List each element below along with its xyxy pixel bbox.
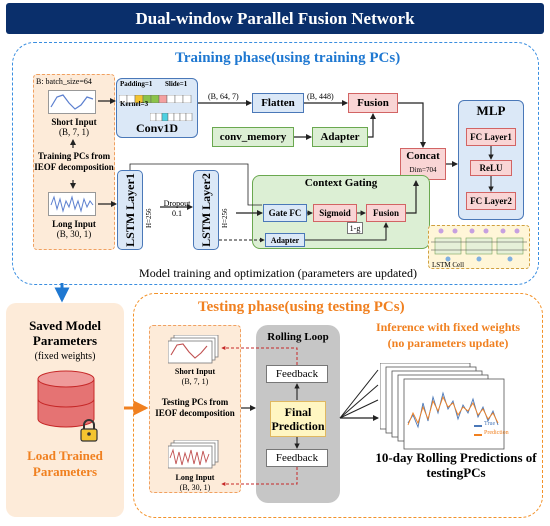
shape-b647: (B, 64, 7) <box>208 92 239 101</box>
fc-layer1-block: FC Layer1 <box>466 128 516 146</box>
relu-block: ReLU <box>470 160 512 176</box>
lstm-cell-diagram <box>428 225 530 269</box>
adapter-block: Adapter <box>312 127 368 147</box>
inference-label: Inference with fixed weights <box>375 320 521 334</box>
batch-size-label: B: batch_size=64 <box>36 77 92 86</box>
database-icon <box>34 369 98 437</box>
dropout-value: 0.1 <box>172 209 182 218</box>
saved-model-title: Saved Model Parameters <box>29 318 101 348</box>
saved-model-subtitle: (fixed weights) <box>34 351 96 362</box>
padding-label: Padding=1 <box>120 80 153 88</box>
gate-fc-block: Gate FC <box>263 204 307 222</box>
conv1d-label: Conv1D <box>135 121 178 135</box>
testing-phase-title: Testing phase(using testing PCs) <box>198 299 405 315</box>
legend-true-label: True <box>484 421 496 427</box>
dropout-label: Dropout <box>163 199 191 208</box>
concat-dim: Dim=704 <box>409 166 437 174</box>
prediction-plot-stack <box>379 362 514 451</box>
short-input-label: Short Input <box>51 117 97 127</box>
load-params-label: Load Trained Parameters <box>27 448 103 479</box>
training-phase-title: Training phase(using training PCs) <box>175 50 401 66</box>
short-input-shape: (B, 7, 1) <box>59 127 89 137</box>
final-prediction-block: Final Prediction <box>270 401 326 437</box>
test-long-input-label: Long Input <box>175 473 215 482</box>
short-input-plot <box>48 90 96 114</box>
feedback-top-block: Feedback <box>266 365 328 383</box>
lstm-cell-label: LSTM Cell <box>431 261 465 269</box>
kernel-label: Kernel=3 <box>120 100 149 108</box>
diagram-title: Dual-window Parallel Fusion Network <box>6 3 544 34</box>
legend-true-swatch <box>474 425 482 427</box>
training-pcs-label: Training PCs from IEOF decomposition <box>34 151 114 172</box>
mlp-label: MLP <box>476 103 506 118</box>
legend-pred-label: Prediction <box>484 430 509 436</box>
inference-label-2: (no parameters update) <box>387 336 509 350</box>
test-short-input-shape: (B, 7, 1) <box>181 377 209 386</box>
concat-label: Concat <box>406 150 440 162</box>
legend-pred-swatch <box>474 434 482 436</box>
training-phase-region <box>12 42 539 285</box>
sigmoid-block: Sigmoid <box>313 204 357 222</box>
lstm-layer2-block: LSTM Layer2 <box>193 170 219 250</box>
fusion-block: Fusion <box>348 93 398 113</box>
training-caption: Model training and optimization (paramet… <box>139 266 417 280</box>
cg-fusion-block: Fusion <box>366 204 406 222</box>
short-input-stack <box>167 334 220 365</box>
shape-b448: (B, 448) <box>307 92 334 101</box>
cg-adapter-block: Adapter <box>265 233 305 247</box>
feedback-bottom-block: Feedback <box>266 449 328 467</box>
conv-memory-block: conv_memory <box>212 127 294 147</box>
long-input-label: Long Input <box>52 219 96 229</box>
slide-label: Slide=1 <box>165 80 188 88</box>
one-minus-g-block: 1-g <box>347 222 363 234</box>
test-short-input-label: Short Input <box>174 367 216 376</box>
fc-layer2-block: FC Layer2 <box>466 192 516 210</box>
long-input-plot <box>48 192 96 216</box>
test-long-input-shape: (B, 30, 1) <box>179 483 211 492</box>
rolling-loop-label: Rolling Loop <box>267 331 329 343</box>
long-input-stack <box>167 439 220 470</box>
conv1d-block <box>116 78 198 138</box>
lock-icon <box>78 418 100 442</box>
testing-pcs-label: Testing PCs from IEOF decomposition <box>155 397 235 418</box>
lstm-layer1-block: LSTM Layer1 <box>117 170 143 250</box>
long-input-shape: (B, 30, 1) <box>56 229 92 239</box>
flatten-block: Flatten <box>252 93 304 113</box>
context-gating-label: Context Gating <box>304 177 378 189</box>
result-label: 10-day Rolling Predictions of testingPCs <box>375 450 537 480</box>
